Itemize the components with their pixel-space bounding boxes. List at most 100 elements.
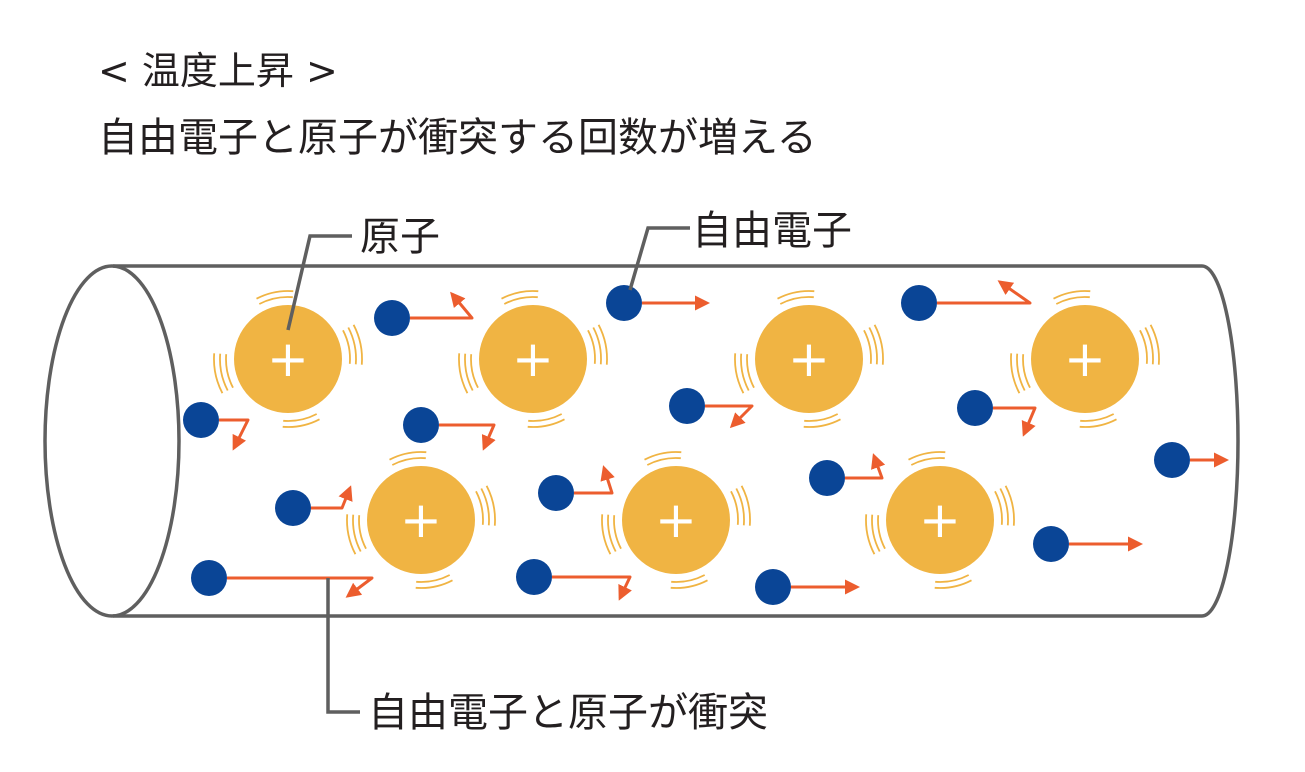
vibration-arc	[213, 353, 224, 394]
vibration-arc	[646, 457, 681, 466]
vibration-arc	[470, 354, 479, 389]
free-electron-leader-line	[628, 226, 690, 291]
vibration-arc	[735, 488, 745, 526]
electron-dot	[1154, 442, 1190, 478]
vibration-arc	[219, 353, 229, 391]
electron-trajectory-arrow	[410, 291, 474, 320]
vibration-arc	[777, 290, 815, 300]
vibration-arc	[1139, 329, 1148, 364]
positive-charge-symbol: +	[788, 330, 830, 388]
electron-dot	[606, 285, 642, 321]
diagram-title: < 温度上昇 >	[98, 49, 338, 93]
vibration-arc	[503, 296, 538, 305]
vibration-arc	[994, 490, 1003, 525]
wire-body	[113, 264, 1240, 618]
electron-dot	[755, 569, 791, 605]
vibration-arc	[910, 457, 945, 466]
atom-leader-line	[286, 234, 352, 331]
vibration-arc	[746, 354, 755, 389]
vibration-arc	[352, 324, 363, 365]
vibration-lines	[734, 290, 884, 428]
free-electron	[191, 560, 374, 598]
vibration-arc	[1022, 354, 1031, 389]
electron-trajectory-arrow	[219, 418, 250, 451]
atom: +	[458, 290, 608, 428]
vibration-lines	[865, 451, 1015, 589]
vibration-arc	[999, 488, 1009, 526]
free-electron	[183, 402, 250, 451]
electron-dot	[516, 559, 552, 595]
vibration-arc	[868, 327, 878, 365]
electron-trajectory-arrow	[993, 406, 1037, 437]
vibration-lines	[601, 451, 751, 589]
vibration-arc	[644, 451, 682, 461]
vibration-arc	[1016, 353, 1026, 391]
atom: +	[346, 451, 496, 589]
vibration-arc	[877, 515, 886, 550]
vibration-arc	[740, 353, 750, 391]
electron-dot	[374, 300, 410, 336]
positive-charge-symbol: +	[919, 491, 961, 549]
free-electron	[516, 559, 632, 601]
electron-trajectory-arrow	[311, 485, 353, 510]
electron-trajectory-arrow	[937, 280, 1032, 305]
electrons-group	[183, 280, 1229, 605]
vibration-arc	[803, 418, 841, 428]
electron-trajectory-arrow	[705, 404, 754, 429]
atom-circle	[479, 305, 587, 413]
vibration-arc	[347, 327, 357, 365]
positive-charge-symbol: +	[1064, 330, 1106, 388]
vibration-arc	[225, 354, 234, 389]
vibration-arc	[587, 329, 596, 364]
electron-dot	[191, 560, 227, 596]
vibration-arc	[1079, 418, 1117, 428]
atom: +	[865, 451, 1015, 589]
collision-leader-line	[326, 578, 360, 714]
free-electron	[275, 485, 353, 526]
vibration-arc	[804, 413, 839, 422]
vibration-arc	[871, 514, 881, 552]
atom-circle	[886, 466, 994, 574]
electron-trajectory-arrow	[227, 576, 374, 598]
vibration-arc	[865, 514, 876, 555]
vibration-arc	[528, 413, 563, 422]
vibration-arc	[934, 579, 972, 589]
electron-dot	[403, 407, 439, 443]
vibration-arc	[1055, 296, 1090, 305]
vibration-arc	[389, 451, 427, 461]
vibration-arc	[1144, 327, 1154, 365]
free-electron	[809, 453, 886, 496]
positive-charge-symbol: +	[655, 491, 697, 549]
vibration-lines	[1010, 290, 1160, 428]
vibration-arc	[391, 457, 426, 466]
vibration-arc	[613, 515, 622, 550]
vibration-arc	[908, 451, 946, 461]
free-electron	[957, 390, 1037, 437]
free-electron	[901, 280, 1032, 321]
electron-trajectory-arrow	[574, 465, 615, 495]
vibration-arc	[464, 353, 474, 391]
vibration-arc	[1010, 353, 1021, 394]
free-electron	[1154, 442, 1229, 478]
atom-label: 原子	[360, 214, 440, 260]
vibration-lines	[458, 290, 608, 428]
vibration-arc	[779, 296, 814, 305]
vibration-arc	[740, 485, 751, 526]
electron-dot	[183, 402, 219, 438]
vibration-arc	[527, 418, 565, 428]
electron-trajectory-arrow	[439, 423, 496, 451]
vibration-arc	[480, 488, 490, 526]
electron-trajectory-arrow	[552, 575, 632, 601]
atom: +	[601, 451, 751, 589]
vibration-arc	[415, 579, 453, 589]
vibration-arc	[1053, 290, 1091, 300]
atom-circle	[234, 305, 342, 413]
vibration-arc	[282, 418, 320, 428]
vibration-arc	[597, 324, 608, 365]
electron-dot	[275, 490, 311, 526]
atom: +	[1010, 290, 1160, 428]
vibration-arc	[873, 324, 884, 365]
free-electron	[374, 291, 474, 336]
atom-circle	[367, 466, 475, 574]
